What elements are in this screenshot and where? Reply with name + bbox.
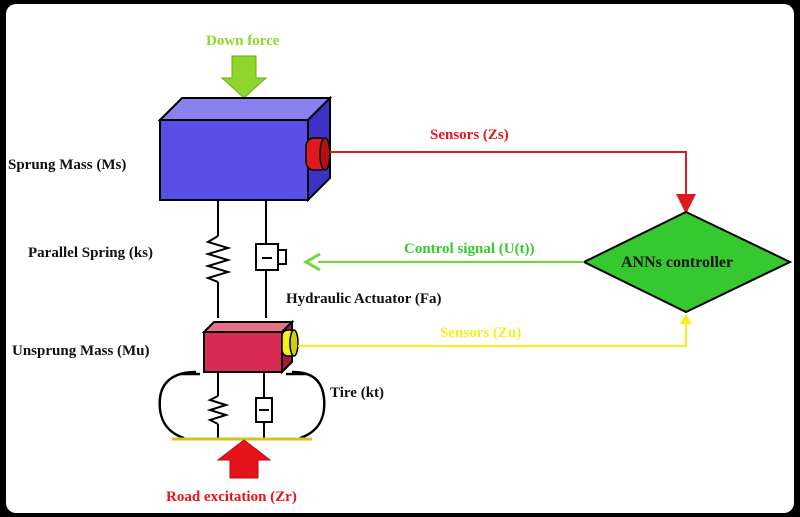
road-excitation-label: Road excitation (Zr) <box>166 489 297 505</box>
tire-label: Tire (kt) <box>330 385 385 401</box>
tire-damper <box>255 372 273 438</box>
tire-spring <box>206 372 230 438</box>
control-signal-label: Control signal (U(t)) <box>404 241 535 257</box>
road-excitation-arrow <box>216 439 272 479</box>
anns-controller-diamond <box>581 210 793 314</box>
sprung-mass-block <box>157 95 333 203</box>
hydraulic-actuator <box>255 200 287 318</box>
sensors-zs-label: Sensors (Zs) <box>430 127 509 143</box>
unsprung-mass-block <box>201 319 299 375</box>
tire <box>158 370 326 440</box>
sensors-zu-label: Sensors (Zu) <box>440 325 522 341</box>
hydraulic-actuator-label: Hydraulic Actuator (Fa) <box>286 291 442 307</box>
anns-controller-label: ANNs controller <box>621 254 734 271</box>
parallel-spring <box>204 200 232 318</box>
down-force-arrow <box>220 55 268 99</box>
sensors-zs-line <box>330 151 696 214</box>
sprung-mass-label: Sprung Mass (Ms) <box>8 157 127 173</box>
down-force-label: Down force <box>206 33 280 49</box>
control-signal-line <box>302 252 584 272</box>
parallel-spring-label: Parallel Spring (ks) <box>28 245 154 261</box>
unsprung-mass-label: Unsprung Mass (Mu) <box>12 343 150 359</box>
sensors-zu-line <box>298 314 692 347</box>
